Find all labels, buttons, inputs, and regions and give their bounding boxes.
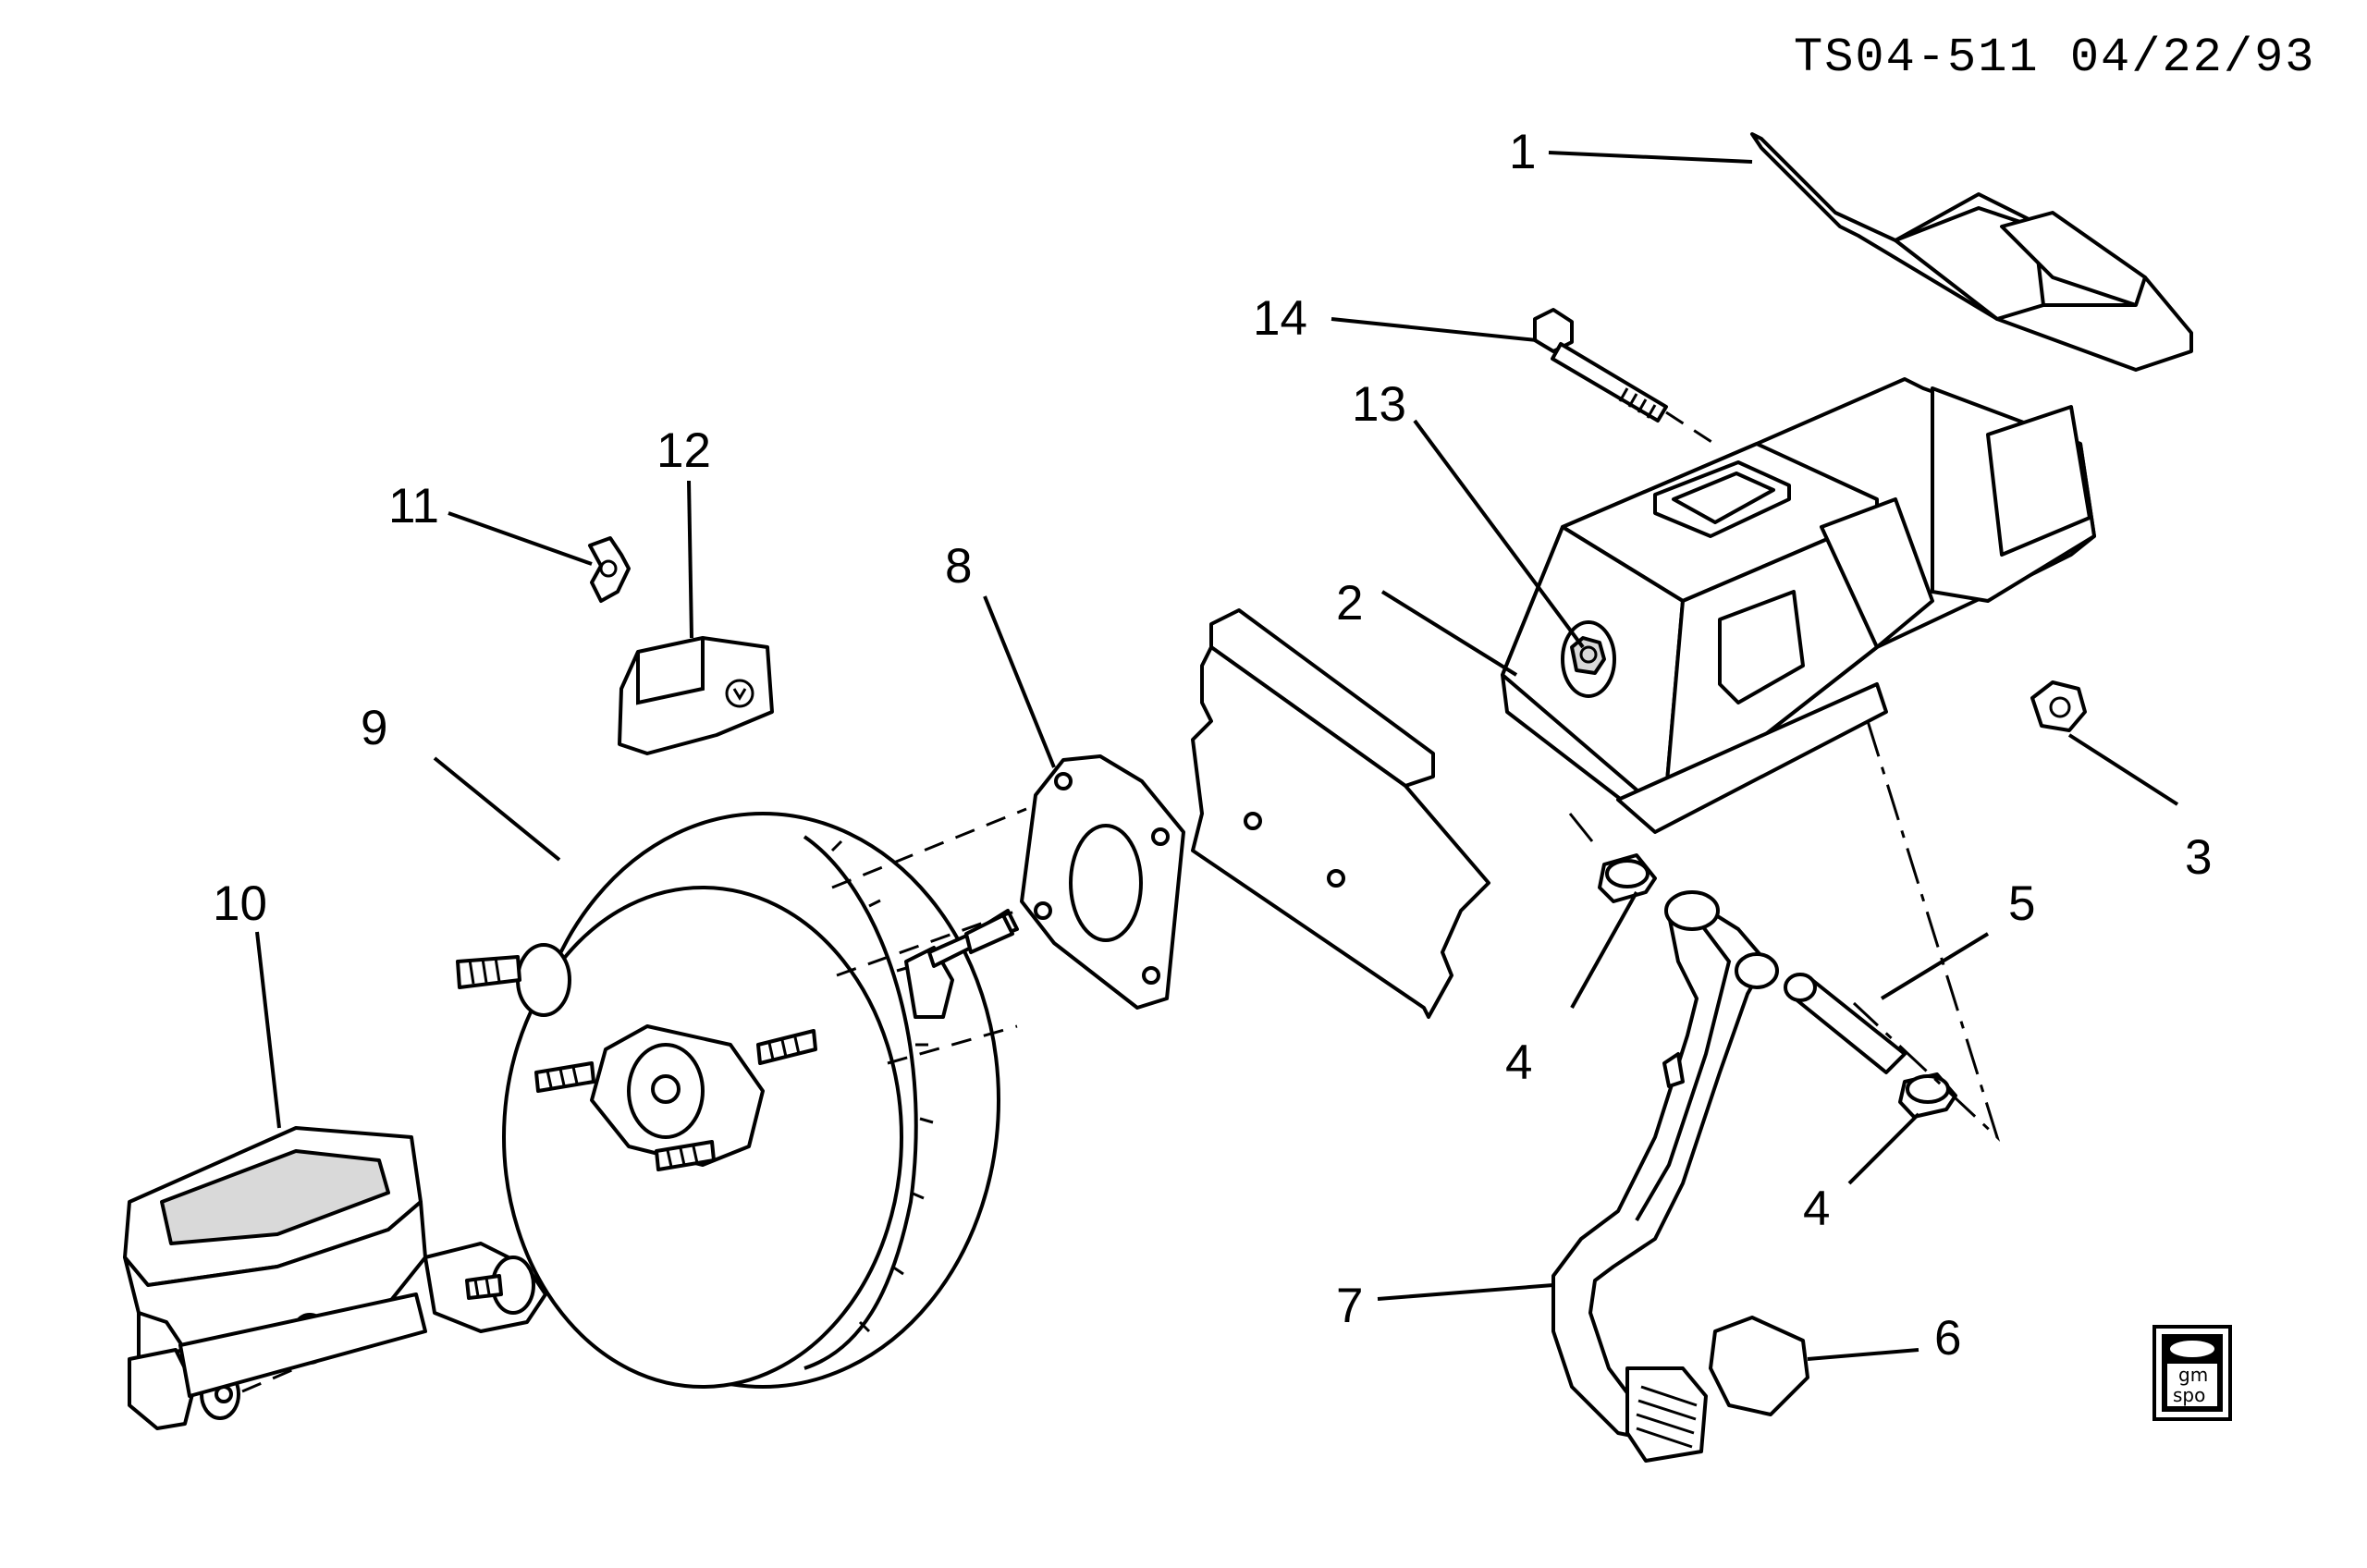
gm-spo-logo-icon: gm spo <box>2152 1325 2232 1421</box>
part-2-pedal-bracket <box>1501 377 2096 834</box>
part-11-clip <box>588 536 631 603</box>
callout-4-lower: 4 <box>1803 1182 1830 1236</box>
part-10-master-cylinder <box>123 1126 547 1430</box>
assembly-line-pedal-top <box>1568 813 1594 842</box>
part-1-bracket <box>1750 132 2193 372</box>
callout-14: 14 <box>1253 291 1307 346</box>
callout-5: 5 <box>2008 876 2035 931</box>
alignment-line-upper <box>831 807 1027 889</box>
part-4-bushing-lower <box>1898 1072 1957 1119</box>
callout-3: 3 <box>2185 830 2212 885</box>
callout-10: 10 <box>213 876 267 931</box>
part-8-gasket <box>1020 754 1185 1010</box>
alignment-line-lower <box>887 1024 1018 1065</box>
logo-text-gm: gm <box>2178 1364 2208 1386</box>
callout-12: 12 <box>656 423 711 478</box>
callout-6: 6 <box>1934 1311 1961 1366</box>
drawing-code: TS04-511 04/22/93 <box>1794 31 2316 85</box>
part-5-pivot-pin <box>1784 973 1907 1074</box>
part-14-bolt <box>1533 308 1668 423</box>
callout-4-upper: 4 <box>1505 1035 1532 1090</box>
part-13-nut <box>1561 620 1616 698</box>
part-6-pedal-pad <box>1709 1316 1809 1416</box>
callout-1: 1 <box>1509 125 1536 179</box>
callout-13: 13 <box>1352 377 1406 432</box>
leader-lines <box>255 151 2179 1361</box>
part-7-brake-pedal <box>1551 890 1779 1463</box>
part-9-brake-booster <box>456 812 1019 1389</box>
callout-11: 11 <box>388 479 439 533</box>
part-2-insulator-plate <box>1191 608 1490 1019</box>
part-4-bushing-upper <box>1598 853 1657 903</box>
callout-7: 7 <box>1336 1279 1363 1333</box>
part-12-label <box>618 636 774 755</box>
callout-9: 9 <box>361 701 387 755</box>
callout-8: 8 <box>945 539 972 594</box>
callout-2: 2 <box>1336 576 1363 631</box>
assembly-line-right <box>1852 720 2001 1142</box>
alignment-line-bolt <box>1665 410 1723 450</box>
part-3-nut <box>2030 680 2087 732</box>
logo-text-spo: spo <box>2173 1384 2205 1406</box>
